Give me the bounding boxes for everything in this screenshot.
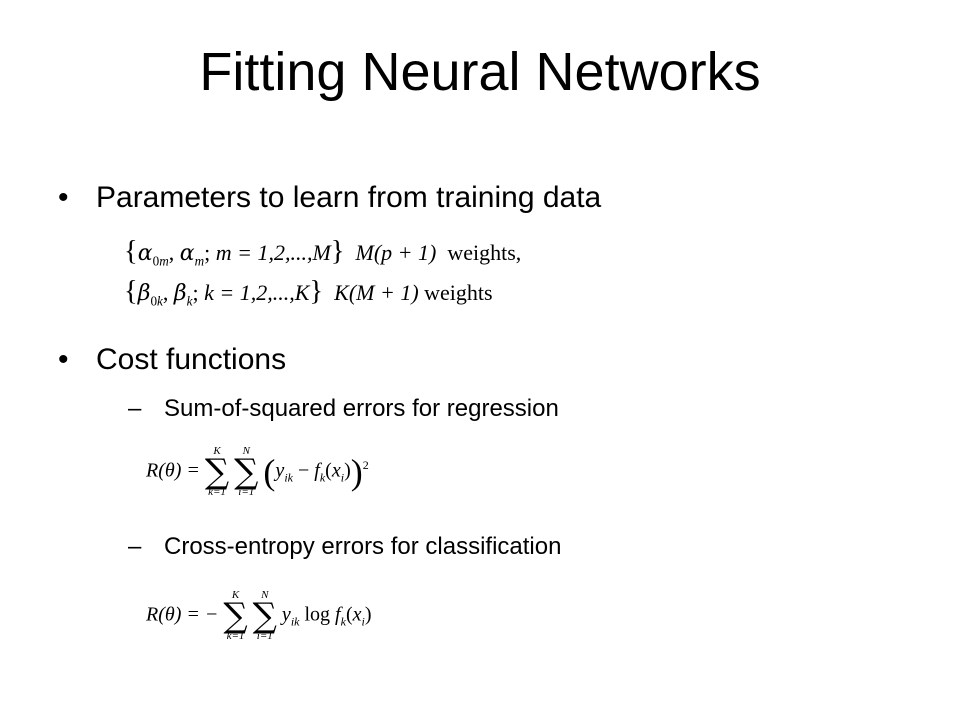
bullet-text: Cost functions	[96, 343, 287, 376]
equation-sse: R(θ) = K ∑ k=1 N ∑ i=1 (yik − fk(xi))2	[146, 445, 369, 498]
bullet-parameters: • Parameters to learn from training data	[58, 180, 601, 216]
beta-count: K(M + 1)	[334, 280, 419, 305]
equation-beta-weights: {β0k, βk; k = 1,2,...,K} K(M + 1) weight…	[124, 276, 493, 309]
beta-label: weights	[424, 280, 493, 305]
bullet-dot: •	[58, 343, 69, 376]
sub-text: Sum-of-squared errors for regression	[164, 395, 559, 422]
bullet-cost-functions: • Cost functions	[58, 342, 286, 378]
alpha-count: M(p + 1)	[355, 240, 437, 265]
log-operator: log	[304, 603, 331, 626]
sse-lhs: R(θ) =	[146, 459, 200, 482]
sub-dash: –	[128, 395, 142, 422]
sum-over-k: K ∑ k=1	[223, 589, 248, 642]
sum-over-i: N ∑ i=1	[252, 589, 277, 642]
alpha-label: weights,	[447, 240, 522, 265]
sub-text: Cross-entropy errors for classification	[164, 533, 562, 560]
equation-cross-entropy: R(θ) = − K ∑ k=1 N ∑ i=1 yik log fk(xi)	[146, 589, 372, 642]
sum-over-k: K ∑ k=1	[204, 445, 230, 498]
equation-alpha-weights: {α0m, αm; m = 1,2,...,M} M(p + 1) weight…	[124, 236, 522, 269]
square-exponent: 2	[362, 457, 369, 472]
xent-lhs: R(θ) = −	[146, 603, 219, 626]
bullet-dot: •	[58, 181, 69, 214]
sub-sse: – Sum-of-squared errors for regression	[128, 394, 559, 424]
slide-title: Fitting Neural Networks	[199, 42, 761, 102]
sub-dash: –	[128, 533, 142, 560]
bullet-text: Parameters to learn from training data	[96, 181, 602, 214]
beta-set: k = 1,2,...,K	[204, 280, 310, 305]
sub-cross-entropy: – Cross-entropy errors for classificatio…	[128, 532, 561, 562]
alpha-set: m = 1,2,...,M	[215, 240, 331, 265]
sum-over-i: N ∑ i=1	[234, 445, 259, 498]
